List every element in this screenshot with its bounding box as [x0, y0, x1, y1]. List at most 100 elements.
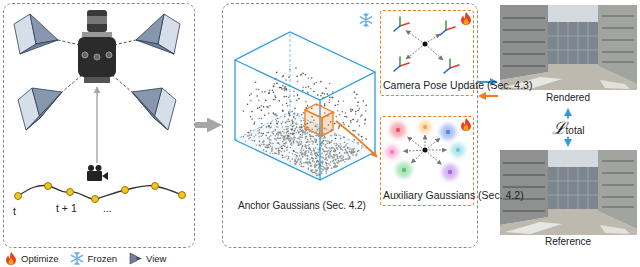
- point-cloud: [299, 155, 301, 157]
- video-camera-icon: [87, 171, 102, 181]
- gaussian-graphic: [423, 125, 427, 129]
- point-cloud: [297, 94, 299, 96]
- point-cloud: [291, 133, 293, 135]
- point-cloud: [276, 115, 278, 117]
- point-cloud: [353, 91, 355, 93]
- point-cloud: [288, 138, 290, 140]
- point-cloud: [268, 125, 270, 127]
- point-cloud: [297, 138, 299, 140]
- point-cloud: [322, 138, 324, 140]
- point-cloud: [318, 151, 320, 153]
- point-cloud: [317, 161, 319, 163]
- point-cloud: [307, 92, 309, 94]
- point-cloud: [345, 150, 347, 152]
- point-cloud: [307, 163, 309, 165]
- point-cloud: [310, 170, 312, 172]
- point-cloud: [282, 126, 284, 128]
- point-cloud: [251, 140, 253, 142]
- point-cloud: [335, 138, 337, 140]
- point-cloud: [281, 135, 283, 137]
- point-cloud: [339, 147, 341, 149]
- point-cloud: [277, 132, 279, 134]
- point-cloud: [272, 143, 274, 145]
- point-cloud: [285, 122, 287, 124]
- point-cloud: [325, 137, 327, 139]
- point-cloud: [266, 106, 268, 108]
- point-cloud: [302, 156, 304, 158]
- point-cloud: [279, 150, 281, 152]
- point-cloud: [295, 118, 297, 120]
- point-cloud: [352, 109, 354, 111]
- point-cloud: [284, 90, 286, 92]
- legend-label: Frozen: [87, 253, 117, 264]
- point-cloud: [315, 173, 317, 175]
- point-cloud: [349, 147, 351, 149]
- node-label: Auxiliary Gaussians (Sec. 4.2): [383, 189, 524, 202]
- point-cloud: [276, 140, 278, 142]
- point-cloud: [294, 112, 296, 114]
- point-cloud: [293, 91, 295, 93]
- point-cloud: [284, 139, 286, 141]
- point-cloud: [291, 127, 293, 129]
- capture-arrow: [97, 87, 98, 163]
- point-cloud: [291, 138, 293, 140]
- gaussian-graphic: [396, 162, 412, 178]
- point-cloud: [314, 161, 316, 163]
- point-cloud: [352, 154, 354, 156]
- point-cloud: [309, 162, 311, 164]
- point-cloud: [305, 161, 307, 163]
- point-cloud: [261, 118, 263, 120]
- point-cloud: [333, 154, 335, 156]
- point-cloud: [312, 143, 314, 145]
- point-cloud: [288, 139, 290, 141]
- point-cloud: [337, 148, 339, 150]
- point-cloud: [357, 119, 359, 121]
- point-cloud: [344, 116, 346, 118]
- point-cloud: [264, 146, 266, 148]
- point-cloud: [346, 143, 348, 145]
- legend-item: Optimize: [4, 252, 58, 265]
- point-cloud: [258, 99, 260, 101]
- point-cloud: [299, 136, 301, 138]
- point-cloud: [301, 127, 303, 129]
- rendered-image: [500, 5, 637, 90]
- point-cloud: [274, 99, 276, 101]
- point-cloud: [326, 160, 328, 162]
- trajectory: [122, 187, 129, 194]
- point-cloud: [315, 135, 317, 137]
- point-cloud: [356, 155, 358, 157]
- sensor-rig: [78, 37, 116, 77]
- node-label: t + 1: [56, 202, 77, 215]
- point-cloud: [294, 130, 296, 132]
- point-cloud: [261, 91, 263, 93]
- point-cloud: [301, 137, 303, 139]
- point-cloud: [360, 116, 362, 118]
- point-cloud: [301, 124, 303, 126]
- node-label: Rendered: [498, 92, 638, 104]
- point-cloud: [265, 151, 267, 153]
- point-cloud: [291, 124, 293, 126]
- point-cloud: [309, 162, 311, 164]
- gaussian-graphic: [423, 148, 428, 153]
- point-cloud: [248, 138, 250, 140]
- point-cloud: [296, 126, 298, 128]
- point-cloud: [299, 129, 301, 131]
- point-cloud: [288, 113, 290, 115]
- point-cloud: [289, 161, 291, 163]
- point-cloud: [325, 172, 327, 174]
- point-cloud: [335, 150, 337, 152]
- point-cloud: [327, 93, 329, 95]
- point-cloud: [261, 144, 263, 146]
- point-cloud: [298, 141, 300, 143]
- point-cloud: [315, 152, 317, 154]
- point-cloud: [349, 157, 351, 159]
- point-cloud: [314, 139, 316, 141]
- point-cloud: [314, 153, 316, 155]
- point-cloud: [292, 132, 294, 134]
- point-cloud: [299, 127, 301, 129]
- point-cloud: [272, 153, 274, 155]
- point-cloud: [262, 133, 264, 135]
- point-cloud: [275, 97, 277, 99]
- point-cloud: [293, 125, 295, 127]
- point-cloud: [353, 119, 355, 121]
